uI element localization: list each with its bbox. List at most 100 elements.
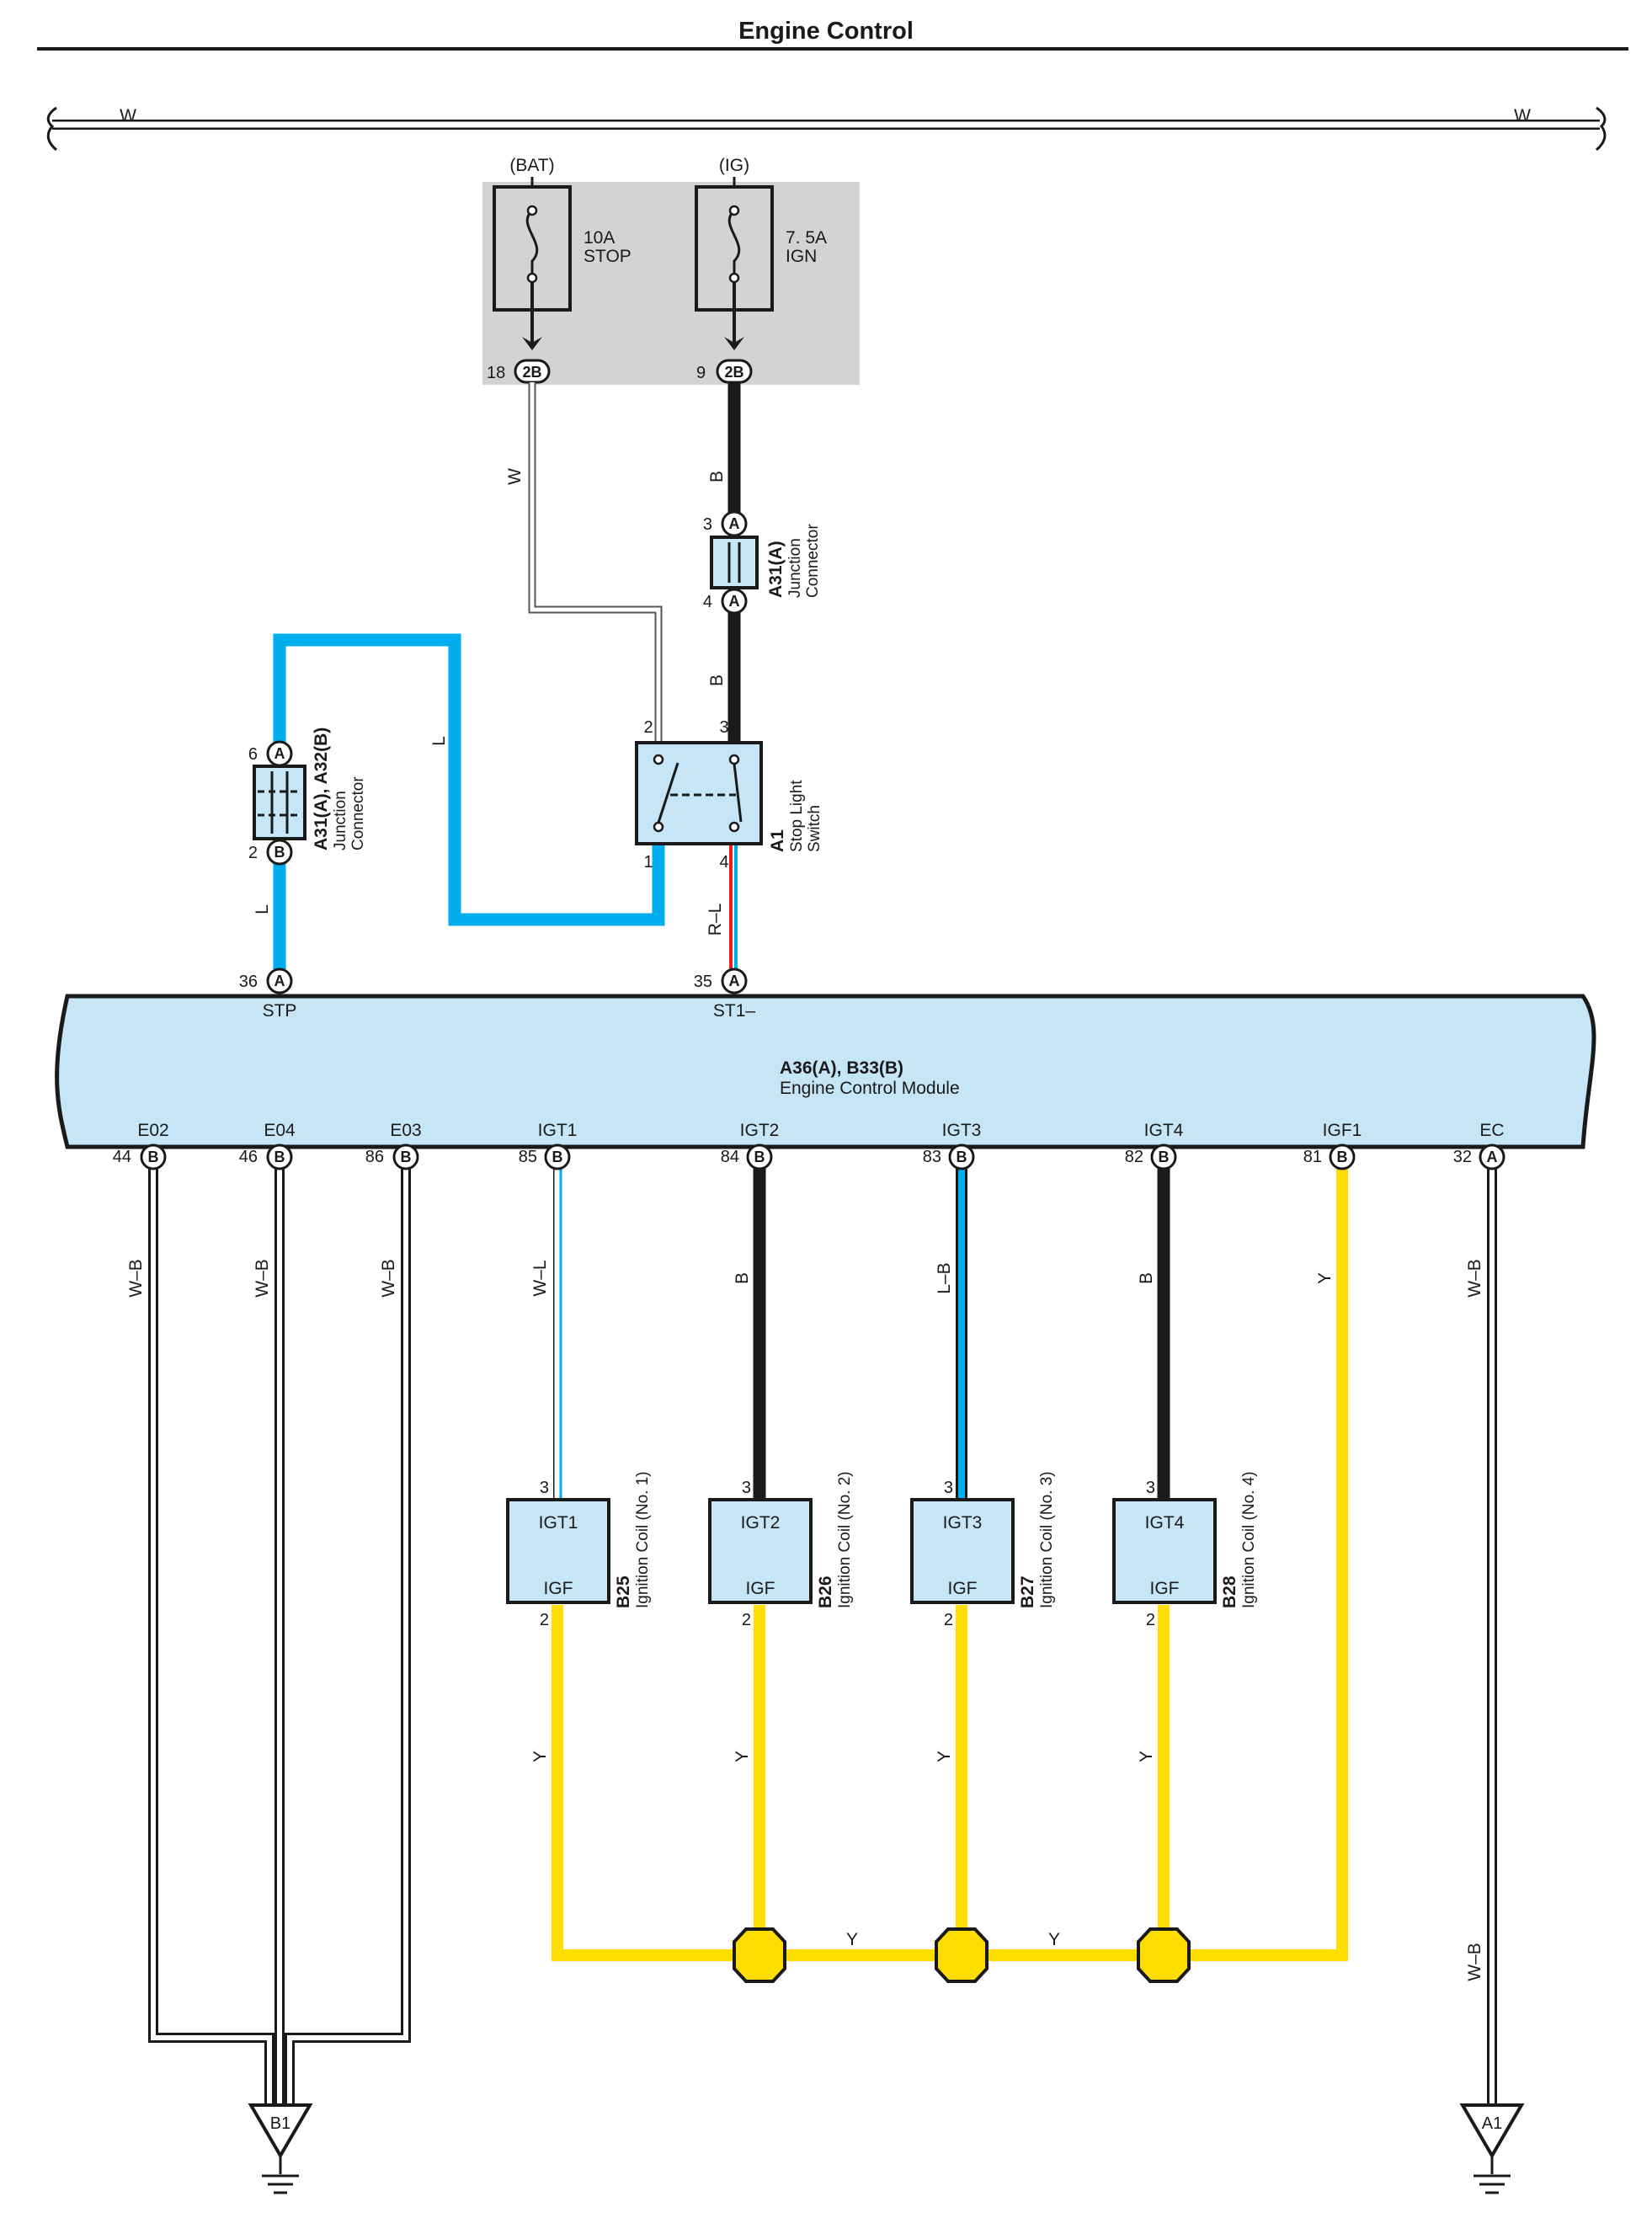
- wire-label: R–L: [706, 904, 725, 936]
- svg-text:3: 3: [540, 1479, 549, 1497]
- ecm-pin-e02: E02 44 B: [113, 1121, 169, 1170]
- ecm-pin-e03: E03 86 B: [365, 1121, 422, 1170]
- ground-triangle-icon: [1459, 2103, 1525, 2159]
- wire-w-stop: [528, 382, 663, 741]
- svg-text:B: B: [552, 1149, 563, 1165]
- svg-text:E02: E02: [137, 1121, 168, 1140]
- bus-break-right-icon: [1596, 106, 1607, 152]
- power-bus: W W: [46, 106, 1607, 152]
- svg-text:85: 85: [519, 1148, 537, 1166]
- pin-code: A: [729, 515, 740, 532]
- wire-label: W–B: [126, 1259, 146, 1298]
- ignition-coil-3: 3 IGT3 IGF 2 B27 Ignition Coil (No. 3): [910, 1471, 1056, 1629]
- wire-label: Y: [846, 1930, 858, 1949]
- pin-number: 6: [248, 745, 258, 764]
- svg-text:B: B: [754, 1149, 765, 1165]
- pin-a31-4: [721, 588, 748, 615]
- pin-code: A: [274, 745, 285, 762]
- wire-label: L: [253, 904, 272, 914]
- fuse-ign-supply: (IG): [719, 156, 749, 175]
- pin-number: 2: [248, 844, 258, 862]
- ecm-pin-igt3: IGT3 83 B: [923, 1121, 981, 1170]
- wire-wb-e03: [285, 1167, 411, 2105]
- fuse-stop-rating: 10A: [584, 228, 615, 248]
- wires: [148, 382, 1497, 2105]
- wire-label: L–B: [935, 1262, 954, 1293]
- wire-label: Y: [1137, 1751, 1156, 1762]
- ecm-pin-stp: 36 A STP: [239, 968, 297, 1021]
- ignition-coil-2: 3 IGT2 IGF 2 B26 Ignition Coil (No. 2): [708, 1471, 854, 1629]
- splice-points: [733, 1927, 1191, 1983]
- fuse-stop-supply: (BAT): [509, 156, 554, 175]
- svg-text:STP: STP: [263, 1001, 297, 1021]
- svg-text:44: 44: [113, 1148, 131, 1166]
- junction-a31-desc1: Junction: [786, 538, 804, 598]
- junction-a31-a32-desc2: Connector: [349, 776, 367, 850]
- wire-label: W–B: [1465, 1943, 1484, 1981]
- pin-a32-2: [266, 839, 293, 866]
- svg-text:IGT2: IGT2: [740, 1121, 780, 1140]
- svg-text:B1: B1: [270, 2114, 290, 2133]
- svg-text:2: 2: [1146, 1611, 1155, 1629]
- junction-a31-desc2: Connector: [804, 524, 822, 598]
- svg-text:B: B: [274, 1149, 285, 1165]
- svg-text:B: B: [401, 1149, 412, 1165]
- svg-text:Ignition Coil (No. 3): Ignition Coil (No. 3): [1038, 1471, 1056, 1608]
- ecm-pin-igt4: IGT4 82 B: [1125, 1121, 1184, 1170]
- svg-text:B27: B27: [1018, 1575, 1037, 1608]
- ecm-body: [55, 994, 1596, 1149]
- svg-text:46: 46: [239, 1148, 258, 1166]
- fuse-ign-pin-code: 2B: [724, 364, 743, 381]
- junction-connector-a31: A 3 A 4 A31(A) Junction Connector: [703, 510, 822, 615]
- svg-text:2: 2: [944, 1611, 953, 1629]
- svg-text:B: B: [1159, 1149, 1170, 1165]
- wire-label: W–L: [530, 1260, 550, 1296]
- ecm-pin-igt2: IGT2 84 B: [721, 1121, 780, 1170]
- svg-text:B28: B28: [1220, 1575, 1239, 1608]
- bus-label-right: W: [1514, 106, 1531, 125]
- wire-label: B: [1137, 1272, 1156, 1284]
- svg-text:Ignition Coil (No. 2): Ignition Coil (No. 2): [836, 1471, 854, 1608]
- svg-text:IGF1: IGF1: [1323, 1121, 1362, 1140]
- ecm-pin-st1: 35 A ST1–: [694, 968, 756, 1021]
- wire-label: Y: [1315, 1272, 1335, 1284]
- ground-triangle-icon: [248, 2103, 313, 2159]
- svg-text:81: 81: [1303, 1148, 1322, 1166]
- fuse-ign-icon: [727, 209, 741, 278]
- wire-label: Y: [733, 1751, 752, 1762]
- ignition-coil-1: 3 IGT1 IGF 2 B25 Ignition Coil (No. 1): [506, 1471, 652, 1629]
- wire-label: L: [429, 736, 449, 746]
- junction-a31-a32-desc1: Junction: [332, 791, 349, 850]
- svg-text:Ignition Coil (No. 1): Ignition Coil (No. 1): [634, 1471, 652, 1608]
- fuse-stop-name: STOP: [584, 247, 631, 266]
- bus-break-left-icon: [46, 106, 57, 152]
- svg-text:3: 3: [1146, 1479, 1155, 1497]
- wire-labels: W B B L L R–L W–B W–B W–B W–L B L–B B Y …: [126, 468, 1484, 1981]
- svg-text:B25: B25: [614, 1575, 633, 1608]
- svg-text:32: 32: [1453, 1148, 1472, 1166]
- pin-number: 4: [703, 593, 712, 611]
- svg-text:E03: E03: [390, 1121, 421, 1140]
- svg-text:E04: E04: [264, 1121, 296, 1140]
- svg-text:IGT3: IGT3: [943, 1513, 983, 1533]
- svg-text:3: 3: [944, 1479, 953, 1497]
- svg-text:EC: EC: [1479, 1121, 1504, 1140]
- svg-text:A: A: [1487, 1149, 1498, 1165]
- svg-text:ST1–: ST1–: [713, 1001, 756, 1021]
- wire-wb-e02: [148, 1167, 274, 2105]
- ignition-coil-4: 3 IGT4 IGF 2 B28 Ignition Coil (No. 4): [1112, 1471, 1258, 1629]
- page-title: Engine Control: [738, 18, 914, 45]
- splice-point-icon: [935, 1927, 989, 1983]
- switch-pin-3: 3: [719, 718, 728, 737]
- svg-text:35: 35: [694, 973, 712, 991]
- wire-label: Y: [935, 1751, 954, 1762]
- wire-label: Y: [530, 1751, 550, 1762]
- svg-text:IGF: IGF: [1150, 1579, 1180, 1598]
- svg-text:IGT4: IGT4: [1144, 1121, 1184, 1140]
- switch-pin-4: 4: [719, 853, 728, 872]
- svg-text:IGF: IGF: [544, 1579, 573, 1598]
- fuse-ign-rating: 7. 5A: [786, 228, 827, 248]
- svg-text:IGF: IGF: [948, 1579, 978, 1598]
- switch-code: A1: [768, 829, 787, 852]
